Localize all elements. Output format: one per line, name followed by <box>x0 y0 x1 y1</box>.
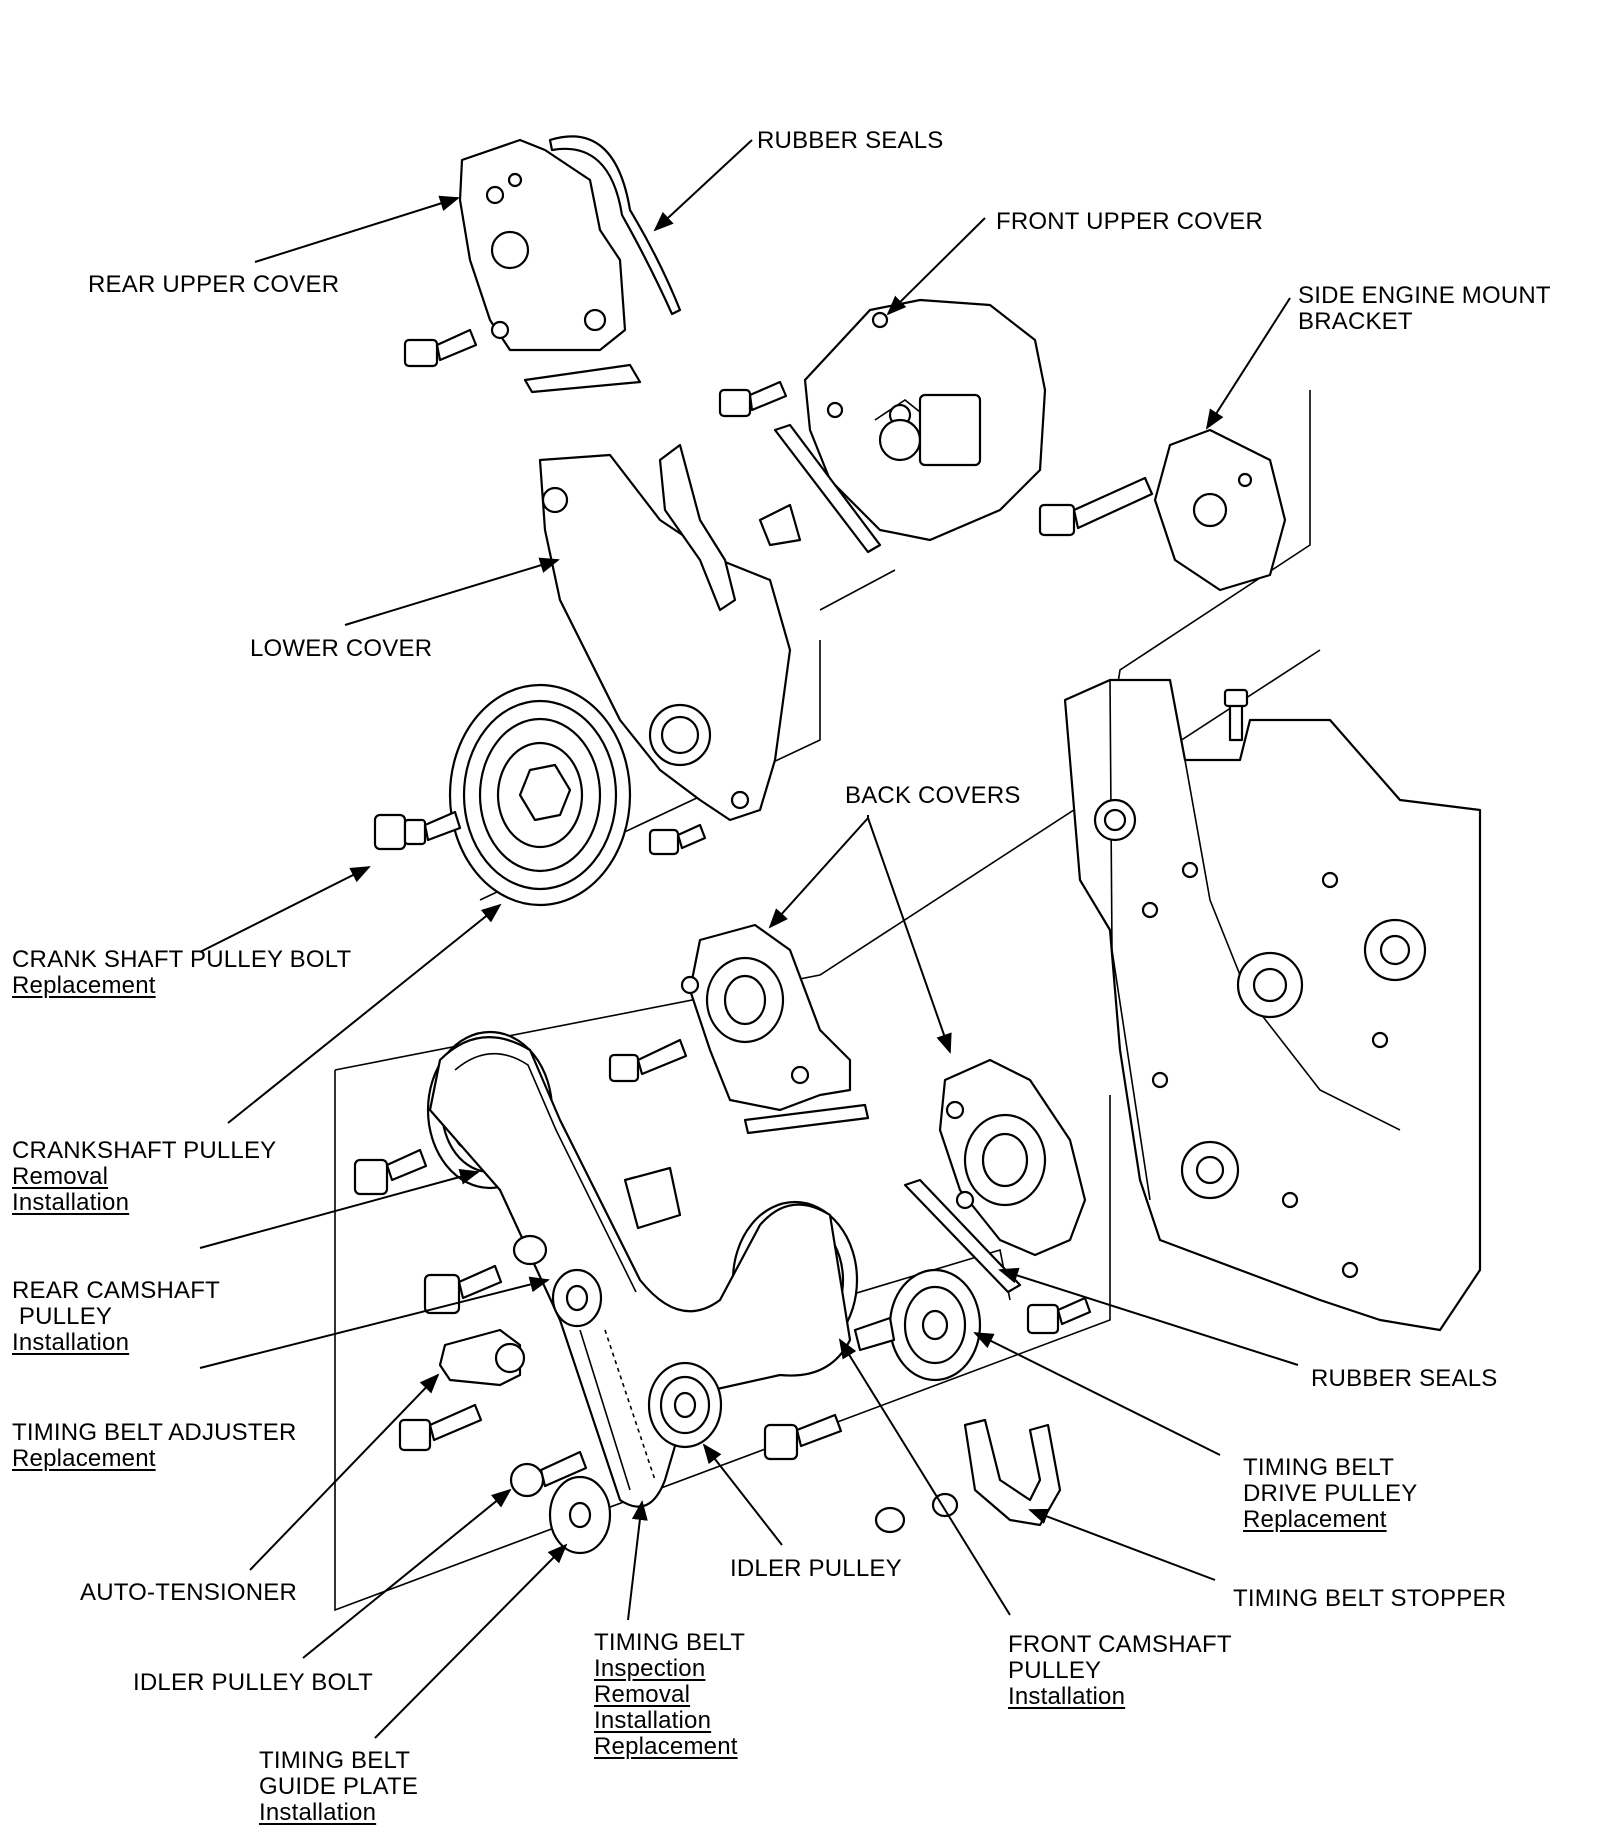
label-timing-belt-stopper-text: TIMING BELT STOPPER <box>1233 1585 1507 1612</box>
label-idler-pulley: IDLER PULLEY <box>730 1556 902 1582</box>
front-upper-cover-bolt <box>718 380 788 418</box>
back-cover-rear-rubber-seal <box>743 1103 870 1135</box>
label-rear-upper-cover-text: REAR UPPER COVER <box>88 271 340 298</box>
link-timing-belt-inspection[interactable]: Inspection <box>594 1655 706 1682</box>
label-crank-shaft-pulley-bolt-title: CRANK SHAFT PULLEY BOLT <box>12 946 352 973</box>
label-timing-belt-drive-pulley: TIMING BELT DRIVE PULLEY Replacement <box>1243 1455 1417 1533</box>
link-timing-belt-replacement[interactable]: Replacement <box>594 1733 738 1760</box>
label-side-engine-mount-line2: BRACKET <box>1298 308 1413 335</box>
label-crank-shaft-pulley-bolt: CRANK SHAFT PULLEY BOLT Replacement <box>12 947 351 999</box>
label-rear-camshaft-pulley: REAR CAMSHAFT PULLEY Installation <box>12 1278 220 1356</box>
idler-pulley-bolt-part <box>509 1413 843 1498</box>
label-side-engine-mount-bracket: SIDE ENGINE MOUNT BRACKET <box>1298 283 1551 335</box>
front-upper-cover-part <box>803 298 1047 542</box>
label-idler-pulley-bolt-text: IDLER PULLEY BOLT <box>133 1669 373 1696</box>
rear-camshaft-pulley-bolt <box>353 1148 428 1196</box>
label-rear-camshaft-pulley-line1: REAR CAMSHAFT <box>12 1277 220 1304</box>
rubber-seal-bolt-bottom <box>1026 1296 1092 1335</box>
label-back-covers: BACK COVERS <box>845 783 1021 809</box>
label-timing-belt-title: TIMING BELT <box>594 1629 746 1656</box>
back-cover-front-part <box>938 1058 1087 1257</box>
timing-belt-part <box>428 1036 852 1508</box>
label-side-engine-mount-line1: SIDE ENGINE MOUNT <box>1298 282 1551 309</box>
label-crankshaft-pulley: CRANKSHAFT PULLEY Removal Installation <box>12 1138 276 1216</box>
label-lower-cover: LOWER COVER <box>250 636 432 662</box>
label-timing-belt: TIMING BELT Inspection Removal Installat… <box>594 1630 745 1760</box>
link-rear-camshaft-pulley-installation[interactable]: Installation <box>12 1329 130 1356</box>
label-lower-cover-text: LOWER COVER <box>250 635 433 662</box>
timing-belt-guide-plate-part <box>548 1475 612 1555</box>
link-guide-plate-installation[interactable]: Installation <box>259 1799 377 1826</box>
link-front-camshaft-pulley-installation[interactable]: Installation <box>1008 1683 1126 1710</box>
link-crankshaft-pulley-removal[interactable]: Removal <box>12 1163 109 1190</box>
label-rubber-seals-bottom: RUBBER SEALS <box>1311 1366 1497 1392</box>
timing-belt-adjuster-pulley <box>551 1268 603 1328</box>
label-rear-camshaft-pulley-line2: PULLEY <box>12 1303 113 1330</box>
lower-cover-part <box>538 443 792 822</box>
label-front-upper-cover: FRONT UPPER COVER <box>996 209 1263 235</box>
label-timing-belt-stopper: TIMING BELT STOPPER <box>1233 1586 1506 1612</box>
label-front-camshaft-pulley: FRONT CAMSHAFT PULLEY Installation <box>1008 1632 1232 1710</box>
label-auto-tensioner-text: AUTO-TENSIONER <box>80 1579 298 1606</box>
rear-upper-cover-bolt <box>403 328 478 368</box>
link-crankshaft-pulley-installation[interactable]: Installation <box>12 1189 130 1216</box>
label-idler-pulley-text: IDLER PULLEY <box>730 1555 902 1582</box>
link-timing-belt-installation[interactable]: Installation <box>594 1707 712 1734</box>
label-idler-pulley-bolt: IDLER PULLEY BOLT <box>133 1670 373 1696</box>
back-cover-rear-part <box>680 923 852 1112</box>
link-timing-belt-adjuster-replacement[interactable]: Replacement <box>12 1445 156 1472</box>
label-front-camshaft-pulley-line1: FRONT CAMSHAFT <box>1008 1631 1232 1658</box>
label-rear-upper-cover: REAR UPPER COVER <box>88 272 339 298</box>
crankshaft-pulley-part <box>448 683 632 907</box>
adjuster-washer <box>423 1166 682 1315</box>
side-engine-mount-bracket-part <box>1153 428 1287 592</box>
leader-lines <box>199 139 1299 1739</box>
engine-block <box>1063 678 1482 1332</box>
link-drive-pulley-replacement[interactable]: Replacement <box>1243 1506 1387 1533</box>
auto-tensioner-part <box>438 1328 526 1387</box>
side-mount-bracket-bolt <box>1038 476 1154 537</box>
label-back-covers-text: BACK COVERS <box>845 782 1021 809</box>
back-cover-bolt <box>608 1038 688 1083</box>
timing-belt-stopper-part <box>874 1418 1062 1534</box>
lower-cover-rubber-seal <box>758 503 896 611</box>
link-crank-shaft-pulley-bolt-replacement[interactable]: Replacement <box>12 972 156 999</box>
link-timing-belt-removal[interactable]: Removal <box>594 1681 691 1708</box>
idler-pulley-part <box>647 1361 723 1449</box>
back-cover-front-rubber-seal <box>903 1178 1022 1294</box>
label-rubber-seals-top-text: RUBBER SEALS <box>757 127 944 154</box>
label-guide-plate-line1: TIMING BELT <box>259 1747 411 1774</box>
rear-upper-cover-part <box>458 138 627 352</box>
label-front-upper-cover-text: FRONT UPPER COVER <box>996 208 1263 235</box>
label-crankshaft-pulley-title: CRANKSHAFT PULLEY <box>12 1137 277 1164</box>
auto-tensioner-bolt <box>398 1403 483 1452</box>
rear-upper-rubber-seal <box>523 135 682 394</box>
timing-belt-drive-pulley-part <box>853 1268 982 1382</box>
crankshaft-pulley-bolt-part <box>373 810 462 851</box>
label-drive-pulley-line1: TIMING BELT <box>1243 1454 1395 1481</box>
label-drive-pulley-line2: DRIVE PULLEY <box>1243 1480 1418 1507</box>
lower-cover-bolt <box>648 823 707 856</box>
label-rubber-seals-top: RUBBER SEALS <box>757 128 943 154</box>
label-auto-tensioner: AUTO-TENSIONER <box>80 1580 297 1606</box>
label-timing-belt-guide-plate: TIMING BELT GUIDE PLATE Installation <box>259 1748 418 1826</box>
label-timing-belt-adjuster-title: TIMING BELT ADJUSTER <box>12 1419 297 1446</box>
label-guide-plate-line2: GUIDE PLATE <box>259 1773 419 1800</box>
label-timing-belt-adjuster: TIMING BELT ADJUSTER Replacement <box>12 1420 297 1472</box>
label-rubber-seals-bottom-text: RUBBER SEALS <box>1311 1365 1498 1392</box>
front-upper-rubber-seal <box>773 423 882 554</box>
label-front-camshaft-pulley-line2: PULLEY <box>1008 1657 1102 1684</box>
